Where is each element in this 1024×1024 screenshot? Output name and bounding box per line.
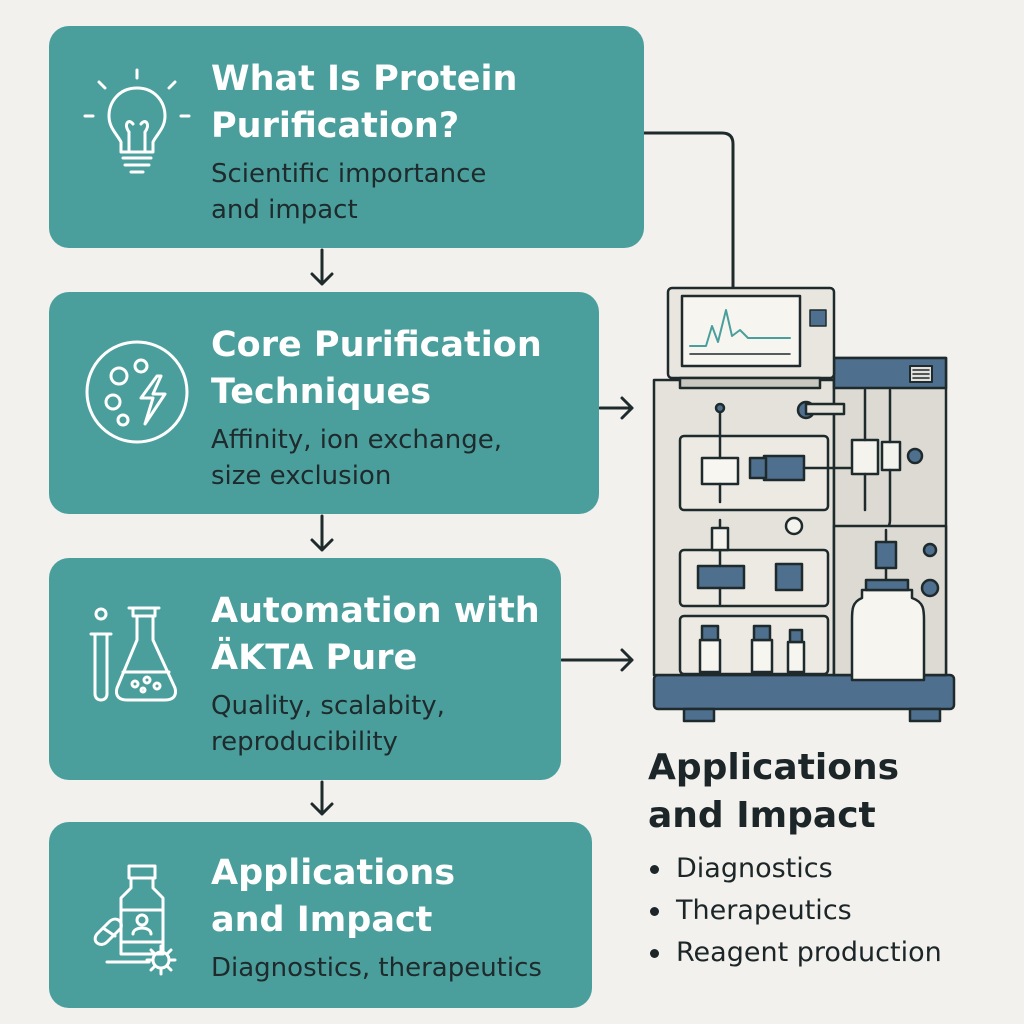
card-title: Automation with ÄKTA Pure [211, 591, 540, 678]
card-subtitle: Quality, scalabity, reproducibility [211, 691, 445, 757]
card-subtitle: Affinity, ion exchange, size exclusion [211, 425, 503, 491]
card-title: Applications and Impact [211, 853, 456, 940]
bottle-pill-gear-icon [93, 864, 177, 976]
down-arrow-1 [310, 248, 334, 286]
card-subtitle: Diagnostics, therapeutics [211, 953, 542, 983]
card-applications-impact: Applications and Impact Diagnostics, the… [49, 822, 592, 1008]
molecules-bolt-icon [85, 340, 189, 444]
card-subtitle: Scientific importance and impact [211, 159, 487, 225]
list-item: Therapeutics [648, 890, 942, 932]
card-what-is-protein-purification: What Is Protein Purification? Scientific… [49, 26, 644, 248]
side-panel-title: Applications and Impact [648, 747, 900, 836]
connector-line-card1-machine [642, 131, 735, 292]
list-item: Diagnostics [648, 848, 942, 890]
down-arrow-2 [310, 514, 334, 552]
right-arrow-card3 [560, 648, 634, 672]
card-title: What Is Protein Purification? [211, 59, 518, 146]
list-item: Reagent production [648, 932, 942, 974]
akta-pure-machine-illustration [652, 286, 956, 723]
monitor-chart-line [689, 309, 791, 347]
lightbulb-icon [83, 68, 191, 174]
side-panel-list: Diagnostics Therapeutics Reagent product… [648, 848, 942, 974]
right-arrow-card2 [598, 396, 634, 420]
flask-testtube-icon [89, 606, 177, 702]
card-automation-akta-pure: Automation with ÄKTA Pure Quality, scala… [49, 558, 561, 780]
down-arrow-3 [310, 780, 334, 816]
card-title: Core Purification Techniques [211, 325, 542, 412]
card-core-purification-techniques: Core Purification Techniques Affinity, i… [49, 292, 599, 514]
large-reservoir-bottle [850, 588, 926, 682]
